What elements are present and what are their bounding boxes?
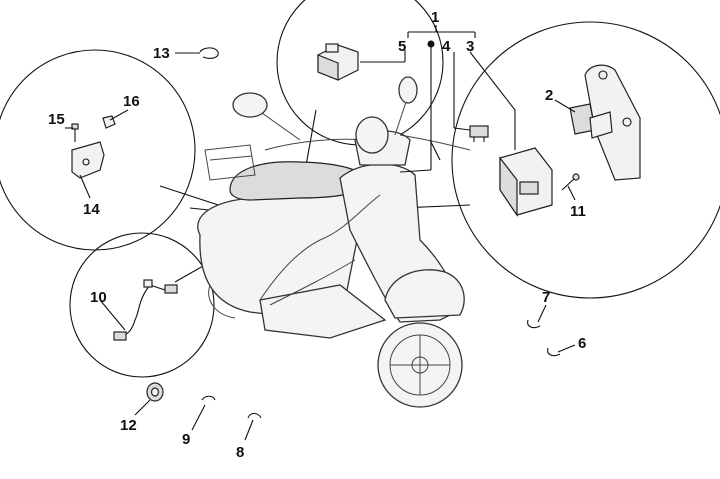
callout-8: 8 [236,444,244,461]
callout-12: 12 [120,417,137,434]
callout-10: 10 [90,289,107,306]
part-clip-7 [527,319,541,329]
callout-15: 15 [48,111,65,128]
callout-13: 13 [153,45,170,62]
part-clip-13 [199,47,219,59]
callout-3: 3 [466,38,474,55]
callout-5: 5 [398,38,406,55]
callout-9: 9 [182,431,190,448]
callout-6: 6 [578,335,586,352]
part-clip-8 [247,412,262,419]
part-relay-5 [317,43,359,81]
part-screw-11 [561,173,580,191]
part-ecu-3 [499,147,553,217]
callout-leaders [65,25,576,441]
part-clip-9 [201,395,216,401]
part-screw-15 [71,123,79,142]
callout-4: 4 [442,38,451,55]
part-grommet-12 [146,382,164,402]
callout-14: 14 [83,201,100,218]
detail-circle-ecu [451,21,720,299]
part-bracket-14 [71,141,105,179]
part-plate-2 [569,64,641,181]
scooter-illustration [197,76,471,408]
callout-2: 2 [545,87,553,104]
detail-circle-harness [69,232,215,378]
callout-16: 16 [123,93,140,110]
callout-1: 1 [431,9,439,26]
part-harness-10 [113,279,178,341]
callout-11: 11 [570,203,586,220]
part-clip-6 [547,347,561,357]
part-fuse-4 [469,125,489,142]
callout-numbers: 1 2 3 4 5 6 7 8 9 10 11 12 13 14 15 16 [48,9,586,461]
callout-7: 7 [542,289,550,306]
